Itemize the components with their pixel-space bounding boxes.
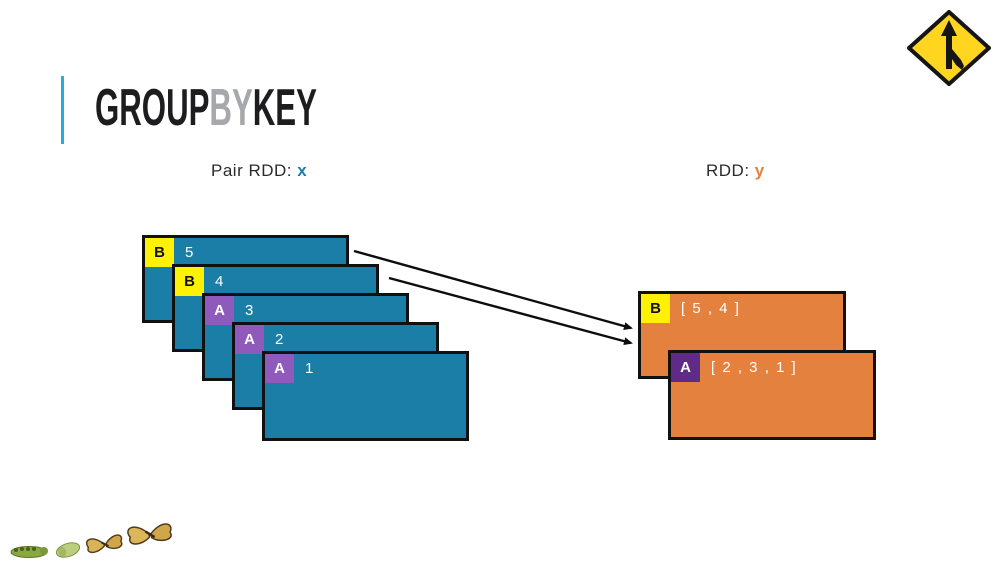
merge-road-sign-icon (907, 10, 991, 86)
partition-value: 5 (185, 244, 195, 261)
result-rdd-label: RDD: y (706, 161, 765, 181)
butterfly-small-icon (86, 534, 123, 554)
result-partition-a: A [ 2 , 3 , 1 ] (668, 350, 876, 440)
key-badge-b: B (175, 267, 204, 296)
result-rdd-label-text: RDD: (706, 161, 750, 180)
butterfly-large-icon (127, 523, 172, 545)
key-badge-a: A (205, 296, 234, 325)
partition-value: [ 5 , 4 ] (681, 300, 741, 317)
partition-value: 2 (275, 331, 285, 348)
pair-partition-a1: A 1 (262, 351, 469, 441)
key-badge-a: A (671, 353, 700, 382)
key-badge-b: B (145, 238, 174, 267)
caterpillar-icon (10, 546, 48, 558)
metamorphosis-decoration (10, 523, 172, 558)
chrysalis-icon (55, 542, 81, 558)
pair-rdd-variable: x (297, 161, 308, 180)
key-badge-a: A (265, 354, 294, 383)
page-title: GROUPBYKEY (95, 80, 317, 136)
key-badge-b: B (641, 294, 670, 323)
partition-value: 3 (245, 302, 255, 319)
title-part-by: BY (209, 79, 253, 137)
title-part-group: GROUP (95, 79, 210, 137)
partition-value: 1 (305, 360, 315, 377)
title-accent-line (61, 76, 64, 144)
key-badge-a: A (235, 325, 264, 354)
pair-rdd-label: Pair RDD: x (211, 161, 307, 181)
title-part-key: KEY (252, 79, 317, 137)
partition-value: 4 (215, 273, 225, 290)
result-rdd-variable: y (754, 161, 765, 180)
partition-value: [ 2 , 3 , 1 ] (711, 359, 798, 376)
pair-rdd-label-text: Pair RDD: (211, 161, 293, 180)
